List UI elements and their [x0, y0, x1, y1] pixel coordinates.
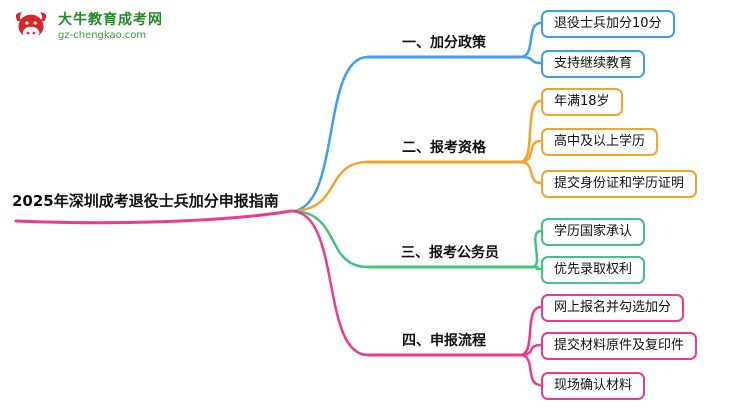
logo-title: 大牛教育成考网: [58, 12, 163, 28]
leaf-node: 退役士兵加分10分: [541, 10, 675, 38]
leaf-node: 学历国家承认: [541, 218, 646, 246]
root-node: 2025年深圳成考退役士兵加分申报指南: [12, 192, 279, 210]
branch-node-civil-service: 三、报考公务员: [401, 245, 499, 261]
leaf-node: 高中及以上学历: [541, 128, 659, 156]
leaf-node: 提交材料原件及复印件: [541, 332, 698, 360]
branch-node-bonus-policy: 一、加分政策: [402, 35, 486, 51]
bull-logo-icon: [15, 12, 47, 40]
site-logo: 大牛教育成考网 gz-chengkao.com: [10, 8, 163, 48]
logo-subtitle: gz-chengkao.com: [58, 30, 147, 42]
leaf-node: 支持继续教育: [541, 50, 646, 78]
leaf-node: 提交身份证和学历证明: [541, 170, 698, 198]
branch-node-eligibility: 二、报考资格: [402, 140, 486, 156]
leaf-node: 现场确认材料: [541, 372, 646, 400]
leaf-node: 优先录取权利: [541, 256, 646, 284]
leaf-node: 年满18岁: [541, 88, 623, 116]
leaf-node: 网上报名并勾选加分: [541, 294, 685, 322]
branch-node-apply-process: 四、申报流程: [402, 333, 486, 349]
